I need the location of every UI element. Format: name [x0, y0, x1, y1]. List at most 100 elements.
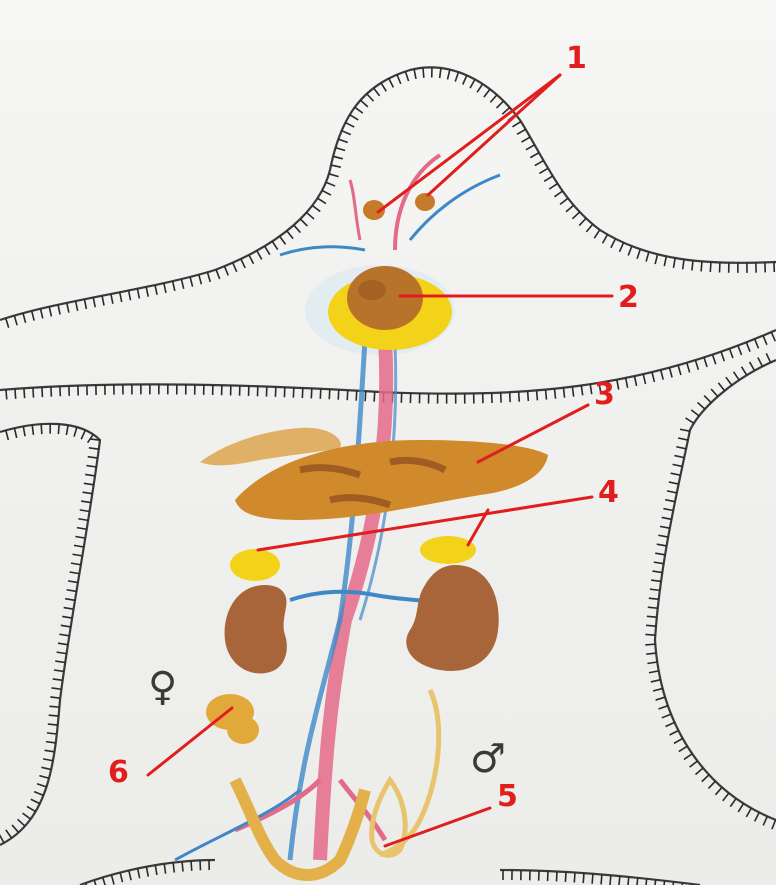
hatch-stroke [78, 519, 88, 521]
hatch-stroke [350, 115, 359, 120]
hatch-stroke [560, 198, 568, 204]
hatch-stroke [643, 374, 645, 384]
hatch-stroke [64, 608, 74, 610]
hatch-stroke [129, 870, 131, 880]
hatch-stroke [652, 372, 654, 382]
hatch-stroke [224, 266, 228, 275]
hatch-stroke [23, 313, 26, 323]
hatch-stroke [669, 368, 672, 378]
hatch-stroke [663, 509, 673, 511]
hatch-stroke [414, 69, 416, 79]
hatch-stroke [374, 392, 375, 402]
hatch-stroke [715, 787, 722, 795]
hatch-stroke [6, 830, 12, 838]
hatch-stroke [50, 697, 60, 698]
hatch-stroke [207, 272, 210, 282]
hatch-stroke [702, 775, 709, 782]
hatch-stroke [18, 819, 25, 826]
hatch-stroke [546, 390, 547, 400]
hatch-stroke [674, 456, 684, 458]
hatch-stroke [771, 332, 775, 341]
hatch-stroke [530, 153, 539, 158]
hatch-stroke [75, 537, 85, 539]
hatch-stroke [537, 390, 538, 400]
hatch-stroke [300, 219, 307, 226]
callout-3: 3 [594, 377, 615, 412]
hatch-stroke [676, 447, 686, 449]
hatch-stroke [48, 724, 58, 725]
hatch-stroke [83, 492, 93, 494]
hatch-stroke [329, 174, 339, 177]
hatch-stroke [667, 491, 677, 493]
hatch-stroke [655, 254, 657, 264]
hatch-stroke [674, 738, 683, 743]
hatch-stroke [42, 387, 43, 397]
hatch-stroke [88, 457, 98, 458]
hatch-stroke [661, 370, 663, 380]
hatch-stroke [312, 205, 320, 211]
hatch-stroke [594, 230, 600, 238]
hatch-stroke [6, 390, 7, 400]
hatch-stroke [617, 380, 619, 390]
hatch-stroke [137, 289, 139, 299]
hatch-stroke [272, 241, 278, 249]
hatch-stroke [24, 388, 25, 398]
hatch-stroke [338, 390, 339, 400]
hatch-stroke [549, 184, 557, 190]
hatch-stroke [662, 714, 671, 718]
hatch-stroke [74, 545, 84, 547]
hatch-stroke [57, 652, 67, 653]
hatch-stroke [695, 768, 703, 774]
hatch-stroke [680, 429, 690, 431]
hatch-stroke [33, 388, 34, 398]
hatch-stroke [646, 879, 647, 885]
hatch-stroke [646, 653, 656, 654]
hatch-stroke [647, 616, 657, 617]
hatch-stroke [654, 562, 664, 564]
hatch-stroke [713, 355, 716, 364]
hatch-stroke [565, 872, 566, 882]
hatch-stroke [678, 438, 688, 440]
hatch-stroke [592, 874, 593, 884]
iliac-vein-left [175, 790, 300, 860]
hatch-stroke [656, 697, 666, 700]
hatch-stroke [539, 168, 548, 173]
hatch-stroke [41, 767, 51, 769]
hatch-stroke [129, 290, 131, 300]
hatch-stroke [730, 798, 736, 806]
hatch-stroke [723, 793, 729, 801]
hatch-stroke [766, 353, 770, 362]
hatch-stroke [673, 258, 675, 268]
hatch-stroke [726, 377, 732, 385]
hatch-stroke [182, 862, 183, 872]
hatch-stroke [54, 670, 64, 671]
hatch-stroke [287, 231, 293, 239]
hatch-stroke [758, 358, 763, 367]
subclavian-vein [280, 247, 365, 255]
hatch-stroke [360, 100, 367, 107]
hatch-stroke [49, 715, 59, 716]
callout-6: 6 [108, 755, 129, 790]
hatch-stroke [649, 598, 659, 599]
hatch-stroke [496, 101, 503, 108]
hatch-stroke [658, 535, 668, 537]
hatch-stroke [405, 71, 408, 80]
hatch-stroke [155, 285, 157, 295]
hatch-stroke [678, 365, 681, 375]
hatch-stroke [695, 360, 698, 370]
hatch-stroke [103, 877, 106, 885]
hatch-stroke [49, 307, 51, 317]
hatch-stroke [241, 259, 245, 268]
hatch-stroke [181, 279, 183, 289]
hatch-stroke [39, 776, 49, 779]
hatch-stroke [85, 474, 95, 475]
hatch-stroke [626, 378, 628, 388]
gland-4-right [420, 536, 476, 564]
hatch-stroke [701, 261, 702, 271]
hatch-stroke [447, 70, 449, 80]
hatch-stroke [628, 246, 632, 255]
hatch-stroke [67, 590, 77, 592]
hatch-stroke [679, 746, 687, 751]
female-symbol: ♀ [148, 664, 177, 710]
